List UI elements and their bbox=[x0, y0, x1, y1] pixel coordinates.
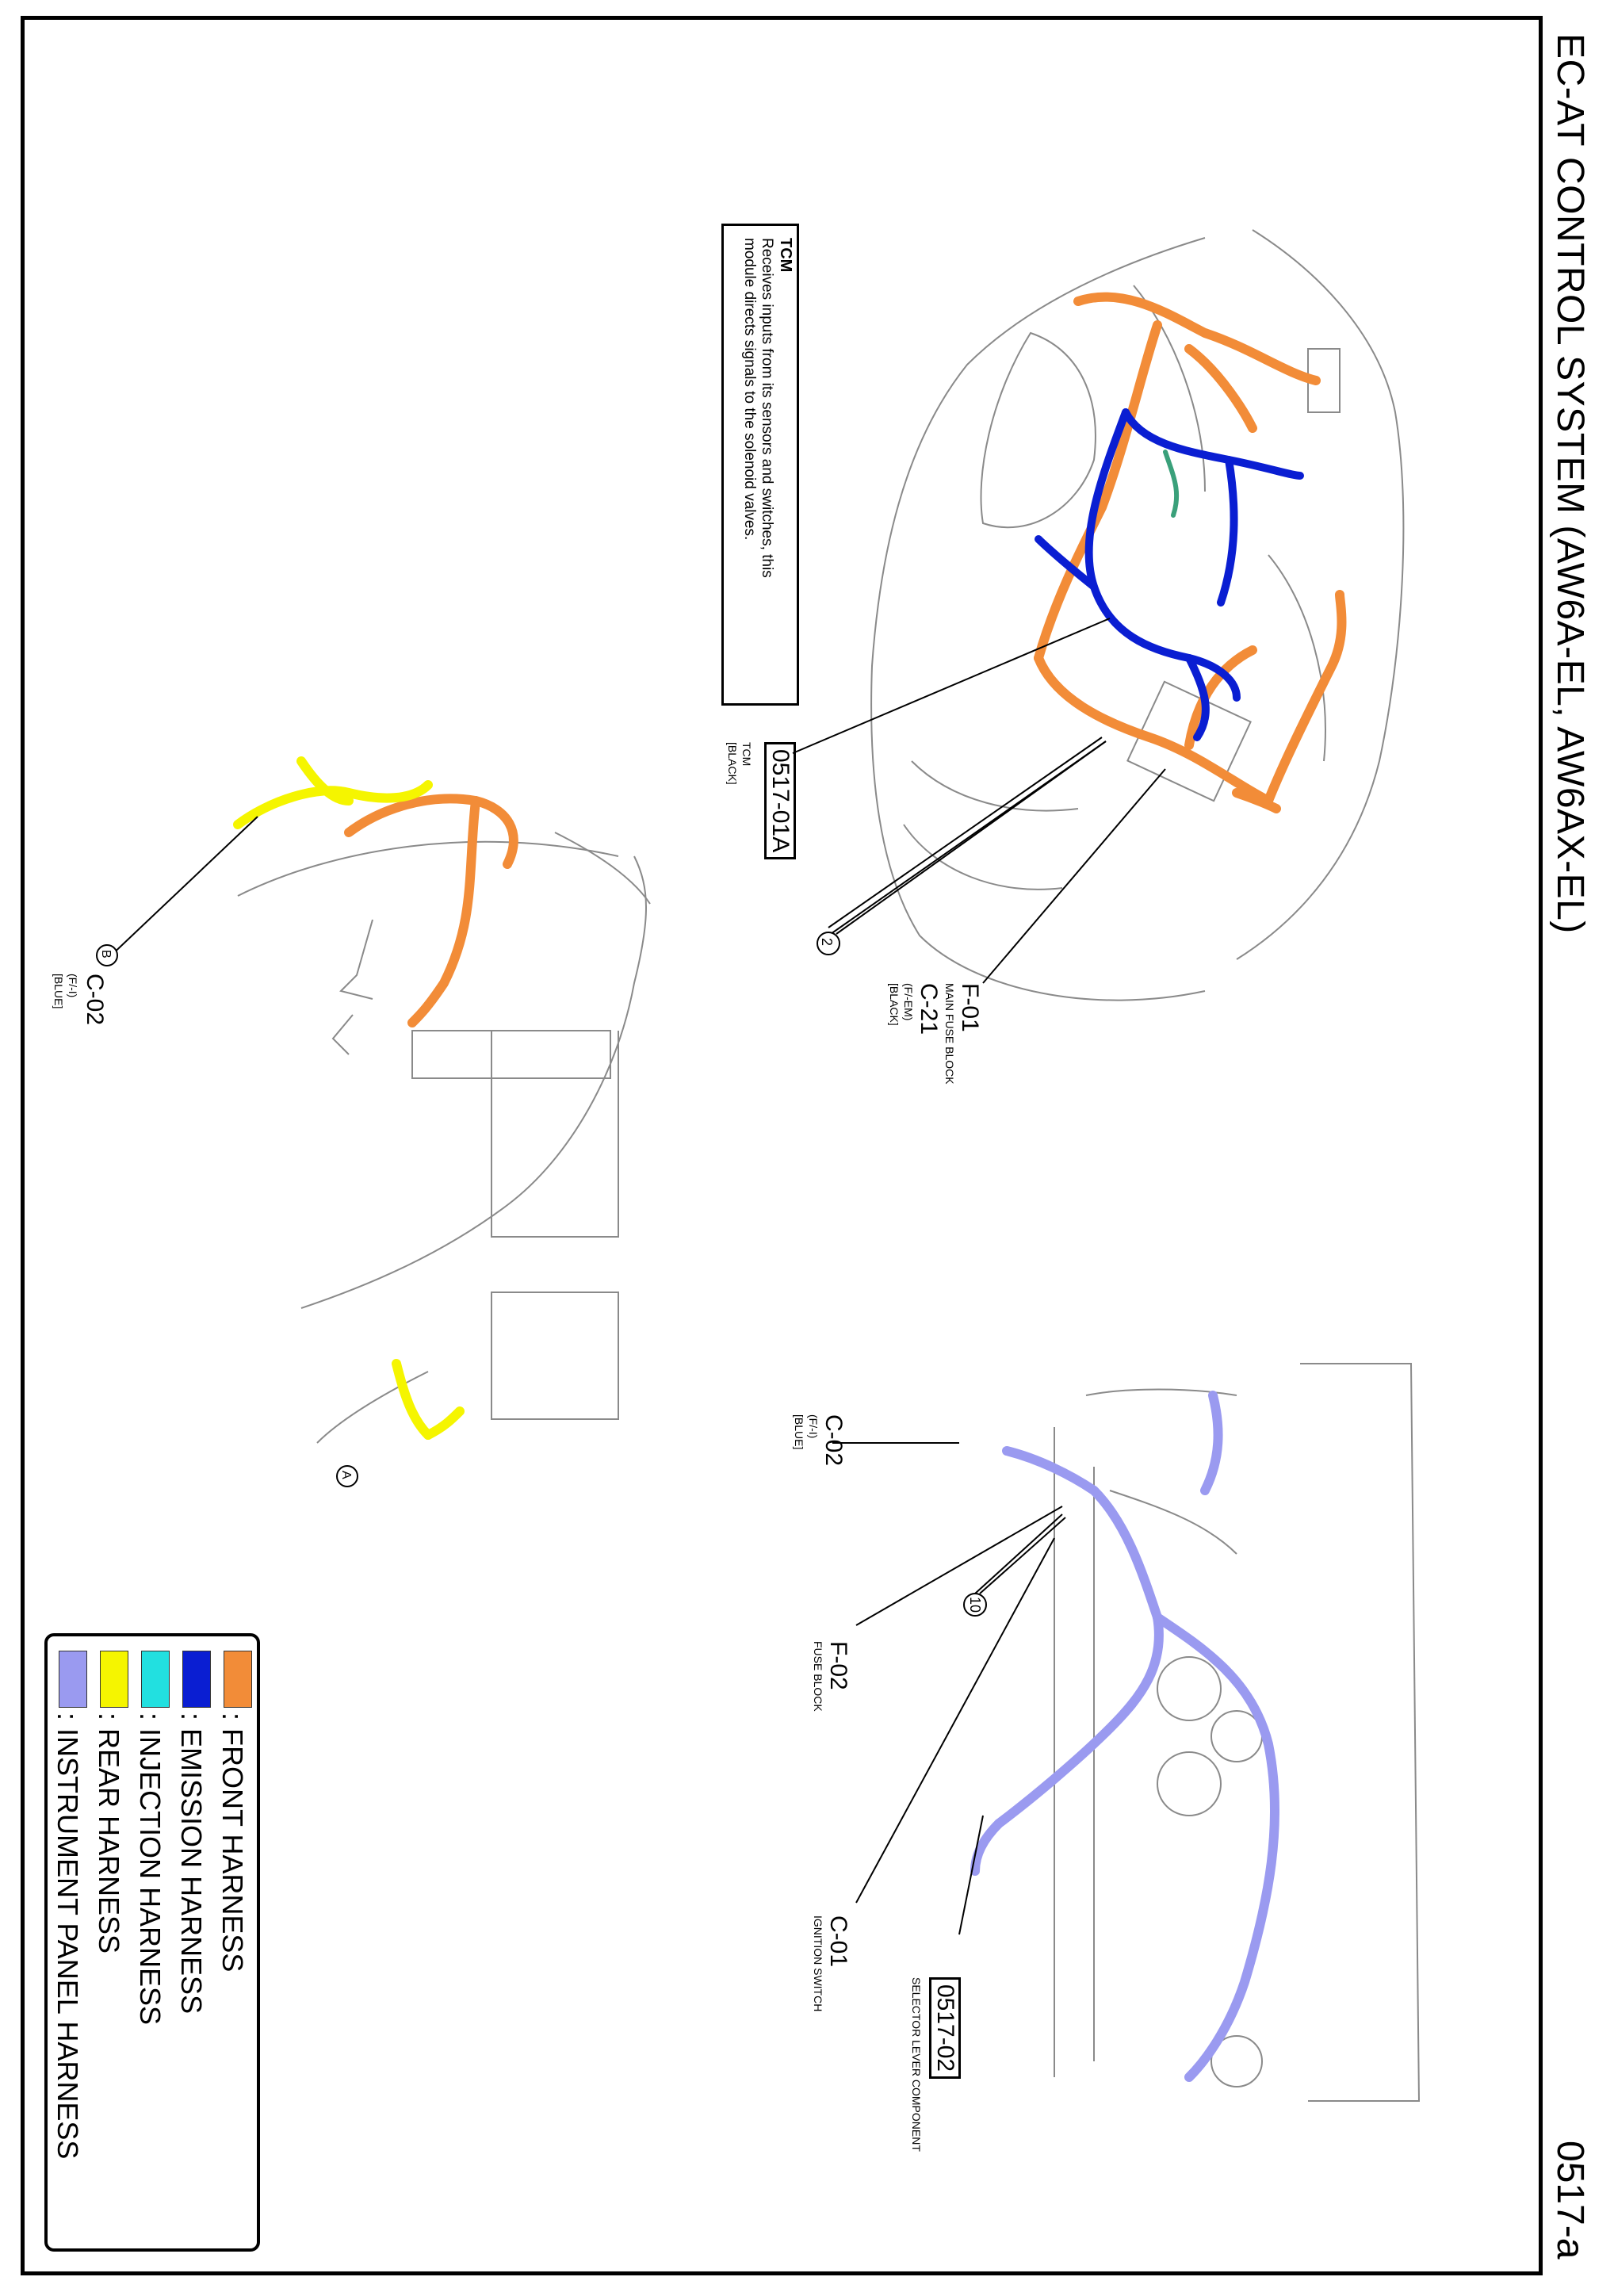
legend-swatch-instrument bbox=[59, 1651, 87, 1708]
callouts bbox=[96, 932, 987, 1617]
leader-lines-engine bbox=[792, 618, 1166, 984]
legend-swatch-injection bbox=[141, 1651, 170, 1708]
tcm-line-1: Receives inputs from its sensors and swi… bbox=[759, 238, 775, 578]
legend-label-front: : FRONT HARNESS bbox=[216, 1712, 249, 1973]
c02-instrument-id: C-02 bbox=[820, 1414, 847, 1467]
legend-label-emission: : EMISSION HARNESS bbox=[175, 1712, 208, 2015]
injection-harness-engine bbox=[1163, 450, 1180, 518]
callout-a: A bbox=[339, 1471, 353, 1479]
tcm-connector-id: 0517-01A bbox=[764, 742, 796, 860]
c02-footwell-color: [BLUE] bbox=[52, 974, 65, 1009]
f02-name: FUSE BLOCK bbox=[812, 1641, 824, 1712]
callout-b: B bbox=[99, 950, 113, 959]
legend-label-instrument: : INSTRUMENT PANEL HARNESS bbox=[52, 1712, 84, 2160]
main-fuse-id: F-01 bbox=[957, 983, 983, 1032]
instrument-panel-drawing bbox=[1054, 1363, 1421, 2102]
engine-compartment-drawing bbox=[870, 229, 1405, 1001]
front-harness-engine bbox=[1034, 292, 1347, 813]
c02-instrument-code: (F/-I) bbox=[807, 1414, 820, 1439]
footwell-harness-front bbox=[344, 794, 518, 1027]
c02-footwell-id: C-02 bbox=[82, 974, 108, 1026]
selector-name: SELECTOR LEVER COMPONENT bbox=[910, 1977, 923, 2152]
c01-id: C-01 bbox=[825, 1915, 851, 1968]
c21-id: C-21 bbox=[916, 983, 942, 1035]
leader-lines-instrument bbox=[832, 1442, 1066, 1935]
footwell-harness-rear bbox=[233, 756, 465, 1440]
c21-code: (F/-EM) bbox=[902, 983, 915, 1021]
selector-id: 0517-02 bbox=[929, 1977, 961, 2080]
legend bbox=[44, 1633, 260, 2252]
f02-id: F-02 bbox=[825, 1641, 851, 1690]
c21-color: [BLACK] bbox=[888, 983, 901, 1026]
c01-name: IGNITION SWITCH bbox=[812, 1915, 824, 2012]
callout-10: 10 bbox=[967, 1597, 983, 1613]
legend-label-rear: : REAR HARNESS bbox=[93, 1712, 125, 1954]
instrument-panel-harness bbox=[970, 1391, 1280, 2082]
legend-swatch-front bbox=[224, 1651, 252, 1708]
tcm-connector-name: TCM bbox=[740, 742, 753, 767]
c02-instrument-color: [BLUE] bbox=[793, 1414, 805, 1450]
page-border bbox=[21, 16, 1543, 2275]
c02-footwell-code: (F/-I) bbox=[67, 974, 79, 998]
legend-swatch-rear bbox=[100, 1651, 128, 1708]
tcm-heading: TCM bbox=[777, 238, 794, 273]
tcm-connector-color: [BLACK] bbox=[726, 742, 739, 785]
footwell-drawing bbox=[237, 832, 651, 1444]
callout-2: 2 bbox=[819, 938, 835, 947]
legend-swatch-emission bbox=[182, 1651, 211, 1708]
emission-harness-engine bbox=[1035, 408, 1304, 741]
main-fuse-name: MAIN FUSE BLOCK bbox=[943, 983, 956, 1085]
tcm-description-box bbox=[721, 224, 799, 706]
leader-lines-footwell bbox=[106, 816, 258, 960]
tcm-line-2: module directs signals to the solenoid v… bbox=[741, 238, 758, 541]
legend-label-injection: : INJECTION HARNESS bbox=[134, 1712, 166, 2026]
